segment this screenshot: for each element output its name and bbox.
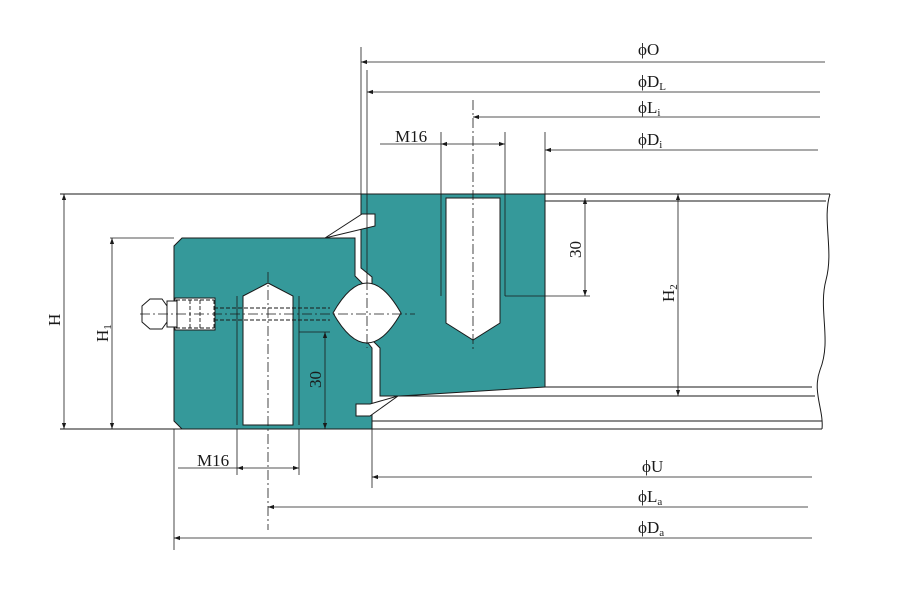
label-phi-u: ϕU: [642, 457, 663, 476]
label-thread-bottom: M16: [197, 451, 229, 470]
label-phi-da: ϕDa: [638, 518, 664, 539]
thread-width-dimensions: [178, 141, 505, 471]
label-h2: H2: [659, 284, 680, 302]
label-thread-top: M16: [395, 127, 427, 146]
diameter-dimensions-bottom: [174, 474, 812, 541]
diameter-dimensions-top: [361, 59, 825, 153]
height-dimensions: [61, 194, 681, 429]
label-phi-dl: ϕDL: [638, 72, 666, 93]
label-h1: H1: [93, 324, 114, 342]
label-phi-di: ϕDi: [638, 130, 662, 151]
seal-bottom: [355, 395, 399, 417]
label-depth-bottom: 30: [306, 371, 325, 388]
labels: ϕO ϕDL ϕLi ϕDi ϕU ϕLa ϕDa M16 M16 30 30 …: [45, 40, 680, 539]
label-phi-o: ϕO: [638, 40, 659, 59]
seal-top: [324, 213, 376, 239]
seals: [324, 213, 399, 417]
label-phi-la: ϕLa: [638, 487, 662, 508]
extension-lines-bottom: [173, 429, 373, 550]
label-depth-top: 30: [566, 241, 585, 258]
label-h: H: [45, 314, 64, 326]
outer-ring: [173, 237, 373, 430]
label-phi-li: ϕLi: [638, 98, 660, 119]
thread-lines: [236, 198, 506, 425]
centre-lines: [140, 100, 474, 530]
